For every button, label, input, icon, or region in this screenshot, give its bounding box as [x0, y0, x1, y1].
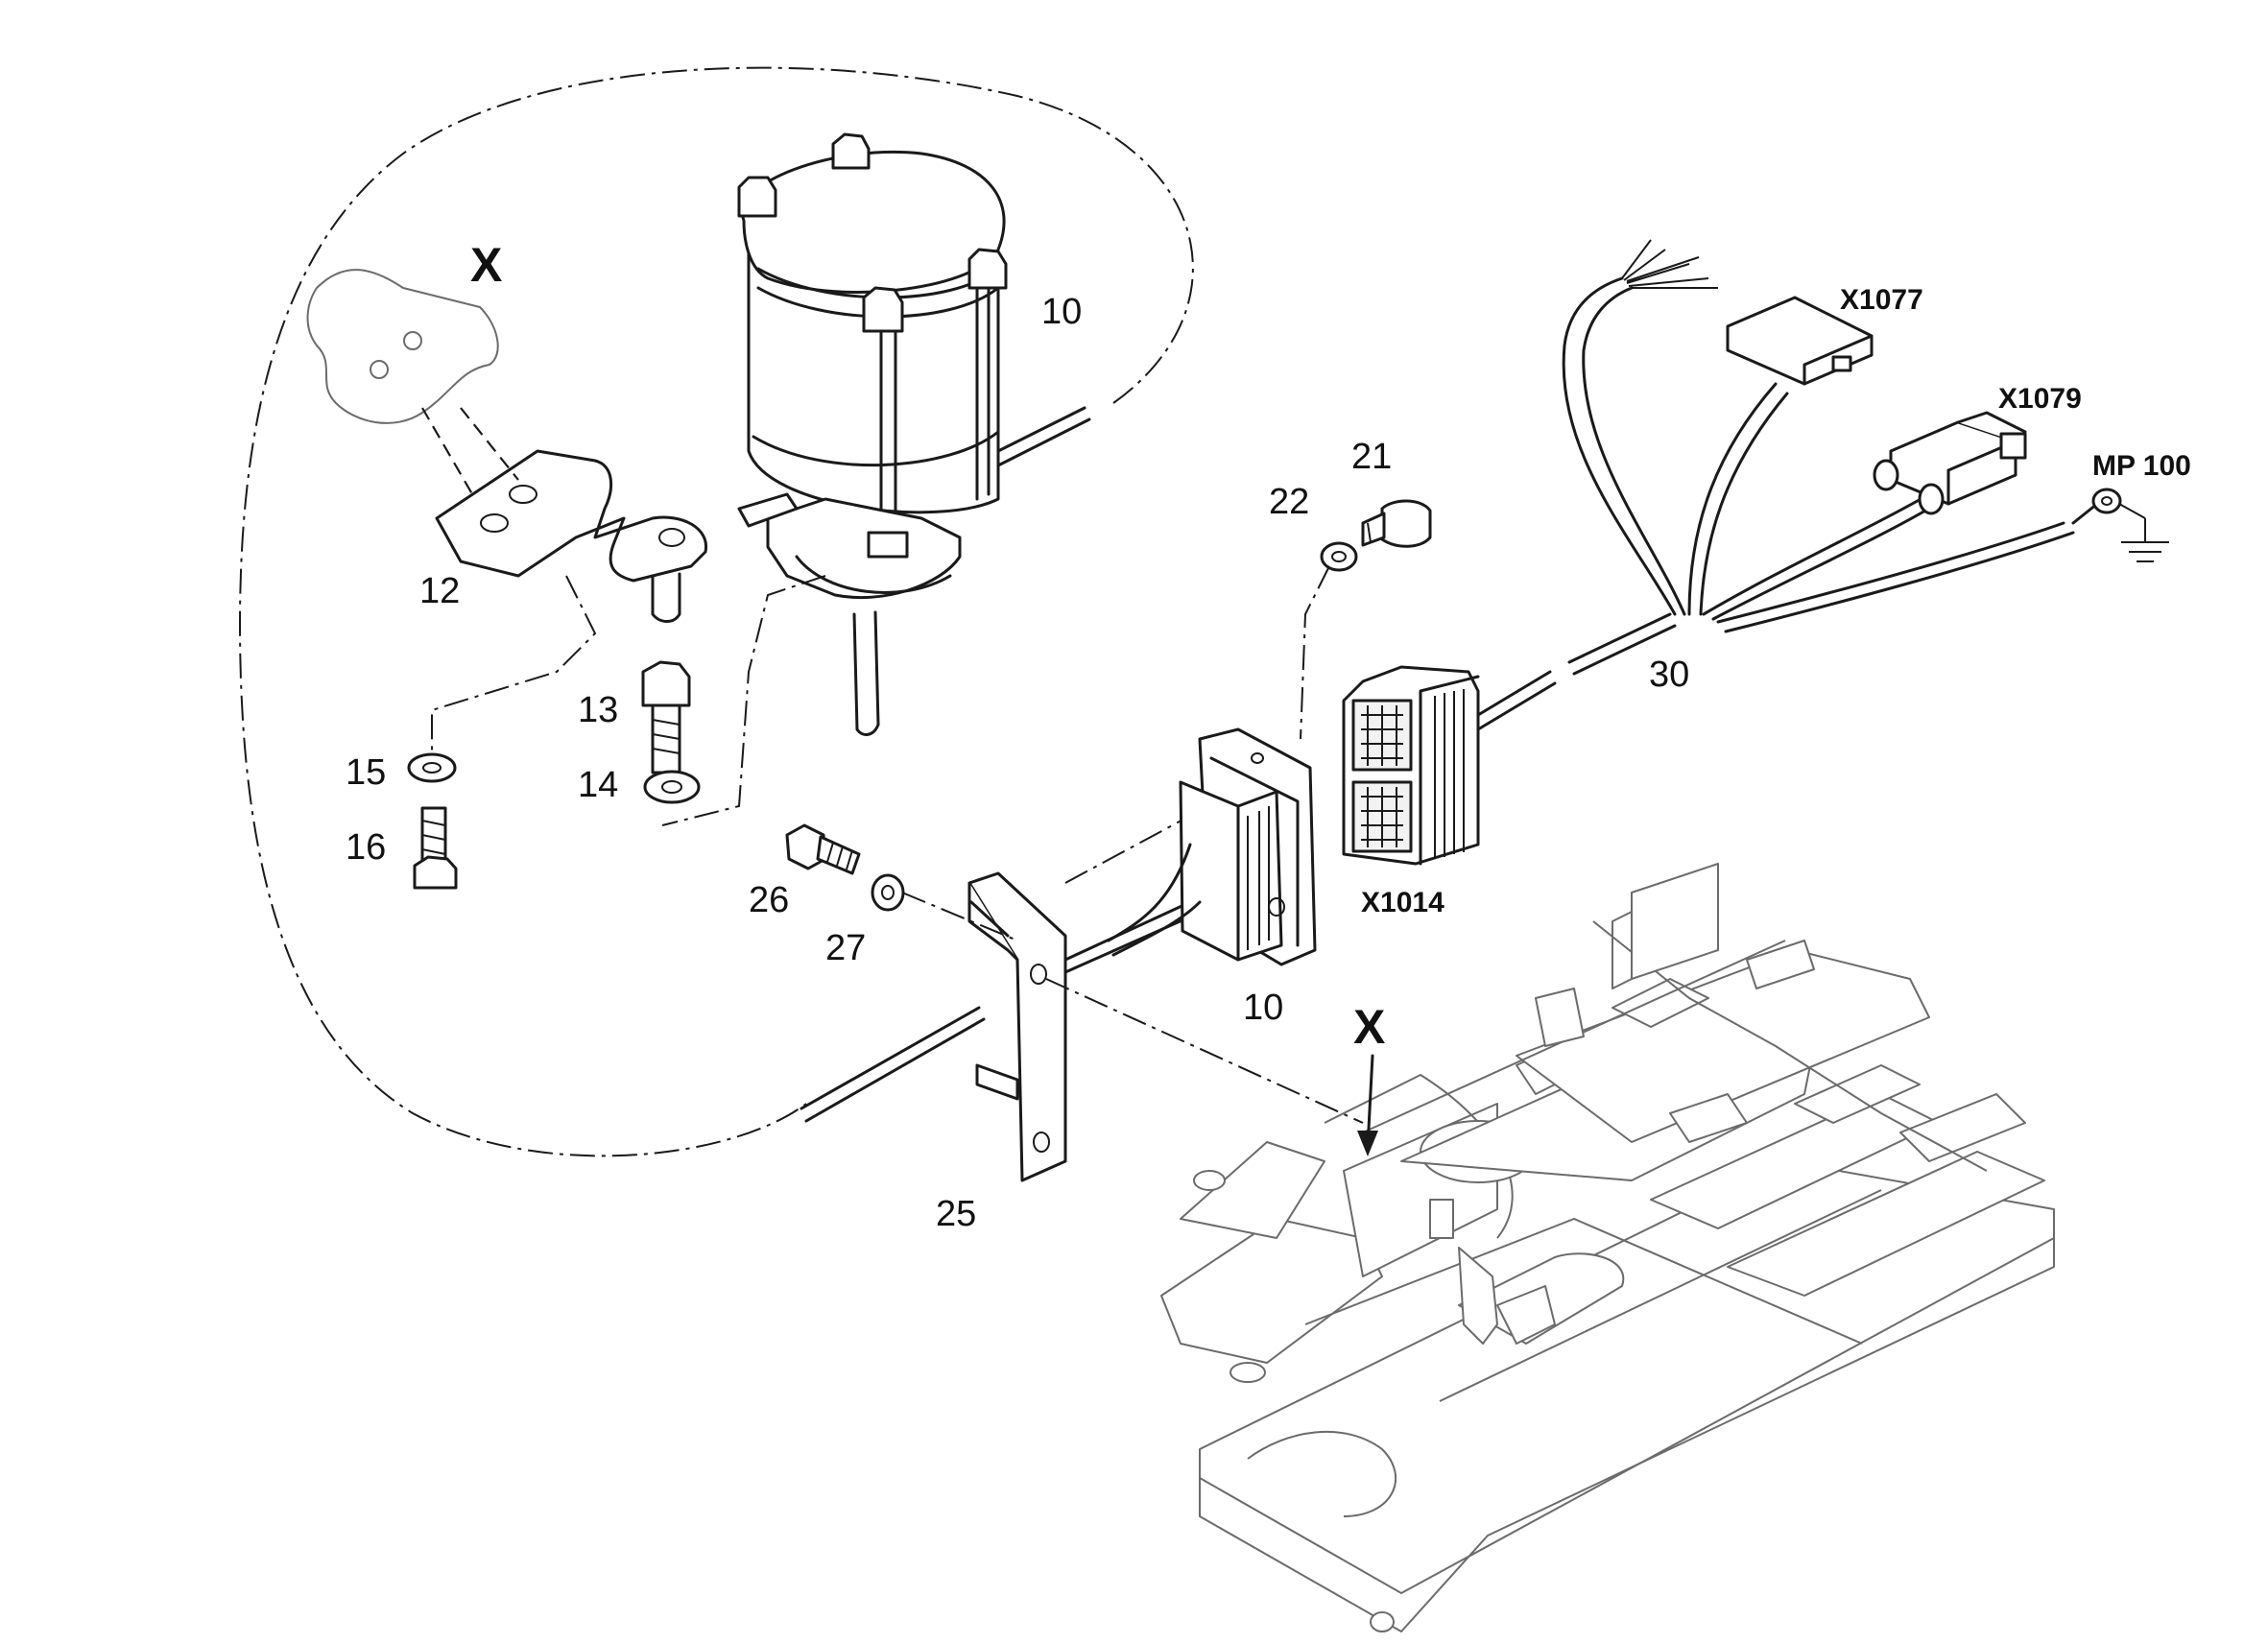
leader-26 — [901, 892, 1018, 941]
connector-x1079 — [1873, 411, 2027, 515]
rod-upper — [1063, 900, 1192, 962]
leader-22 — [1300, 565, 1330, 740]
washer-15 — [407, 752, 457, 783]
callout-washer-22: 22 — [1269, 482, 1309, 522]
callout-bracket: 12 — [419, 571, 460, 611]
bolt-13 — [641, 660, 691, 774]
harness — [1562, 239, 2075, 676]
washer-27 — [871, 873, 905, 912]
washer-14 — [643, 770, 701, 804]
callout-mounting-plate: 25 — [936, 1194, 976, 1234]
machine-frame — [1160, 863, 2055, 1632]
callout-washer-15: 15 — [346, 752, 386, 793]
bracket-leader-a — [421, 407, 476, 500]
screw-21 — [1361, 499, 1432, 548]
callout-washer-14: 14 — [578, 765, 618, 805]
bracket-leader-b — [460, 407, 519, 481]
rod-lower — [800, 1006, 981, 1110]
label-x1014: X1014 — [1361, 887, 1444, 918]
bolt-26 — [785, 823, 861, 875]
leader-plate-housing — [1064, 815, 1191, 884]
connector-x1014 — [1342, 665, 1557, 866]
label-mp100: MP 100 — [2092, 450, 2191, 482]
callout-washer-27: 27 — [825, 928, 866, 968]
rod-upper-b — [1063, 913, 1197, 974]
detail-x-label: X — [470, 238, 502, 292]
frame-x-label: X — [1353, 1000, 1385, 1054]
callout-harness: 30 — [1649, 655, 1689, 695]
leader-motor-14 — [661, 575, 826, 826]
callout-bolt-26: 26 — [749, 880, 789, 920]
bolt-16 — [413, 806, 458, 890]
leader-plate-frame — [1045, 978, 1364, 1124]
view-x-plate — [306, 269, 499, 424]
callout-connector-housing: 10 — [1243, 988, 1283, 1028]
label-x1077: X1077 — [1840, 284, 1923, 316]
callout-motor: 10 — [1041, 292, 1082, 332]
connector-x1077 — [1726, 296, 1874, 386]
callout-bolt-13: 13 — [578, 690, 618, 730]
ground-terminal-mp100 — [2071, 488, 2169, 562]
mounting-plate — [967, 871, 1067, 1182]
connector-housing — [1107, 727, 1317, 966]
callout-screw-21: 21 — [1351, 437, 1392, 477]
label-x1079: X1079 — [1998, 383, 2082, 415]
motor — [737, 132, 1091, 736]
callout-bolt-16: 16 — [346, 827, 386, 868]
washer-22 — [1320, 541, 1358, 572]
detail-x-boundary — [238, 66, 1194, 1157]
rod-lower-b — [804, 1017, 986, 1123]
leader-12-15 — [431, 575, 597, 753]
view-x-arrowhead — [1357, 1131, 1378, 1156]
bracket — [435, 449, 707, 623]
